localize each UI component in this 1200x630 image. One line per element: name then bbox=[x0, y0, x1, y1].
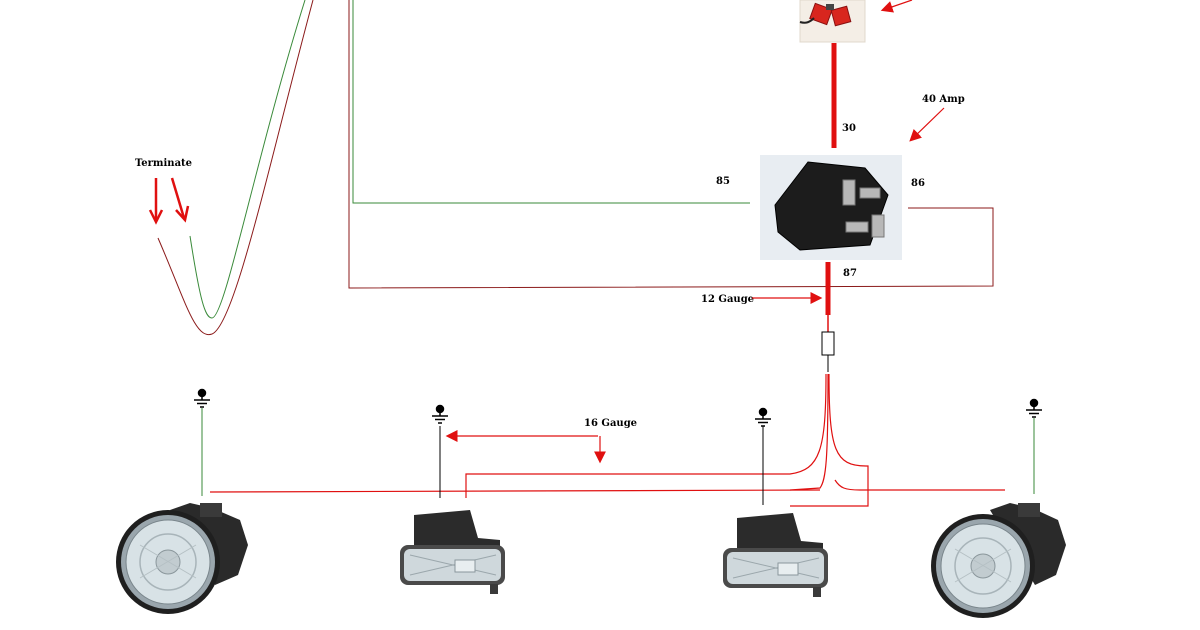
green-wire-to-relay-85 bbox=[352, 0, 750, 204]
ground-symbol-2 bbox=[432, 404, 448, 424]
dark-red-wire-to-relay-86 bbox=[348, 0, 994, 289]
ground-wires bbox=[201, 408, 1035, 505]
round-fog-lamp-left bbox=[116, 503, 248, 614]
terminate-arrows bbox=[148, 177, 190, 225]
rect-fog-lamp-left bbox=[400, 510, 505, 594]
ground-symbol-3 bbox=[755, 407, 771, 427]
rect-fog-lamp-right bbox=[723, 513, 828, 597]
green-wire-left bbox=[189, 0, 306, 319]
pin-86-label: 86 bbox=[911, 178, 925, 189]
ground-symbol-1 bbox=[194, 388, 210, 408]
gauge-12-label: 12 Gauge bbox=[701, 294, 754, 305]
round-fog-lamp-right bbox=[931, 503, 1066, 618]
switch-arrow bbox=[880, 0, 913, 13]
pin-85-label: 85 bbox=[716, 176, 730, 187]
amp-arrow bbox=[909, 107, 945, 142]
thin-wires bbox=[157, 0, 994, 336]
relay bbox=[760, 155, 902, 260]
dark-red-wire-left bbox=[157, 0, 314, 336]
distribution-wires bbox=[209, 373, 1005, 507]
amp-rating-label: 40 Amp bbox=[922, 94, 965, 105]
inline-fuse bbox=[821, 331, 835, 356]
gauge-16-label: 16 Gauge bbox=[584, 418, 637, 429]
pin-30-label: 30 bbox=[842, 123, 856, 134]
switch bbox=[799, 0, 866, 43]
pin-87-label: 87 bbox=[843, 268, 857, 279]
ground-symbol-4 bbox=[1026, 398, 1042, 418]
terminate-label: Terminate bbox=[135, 158, 192, 169]
